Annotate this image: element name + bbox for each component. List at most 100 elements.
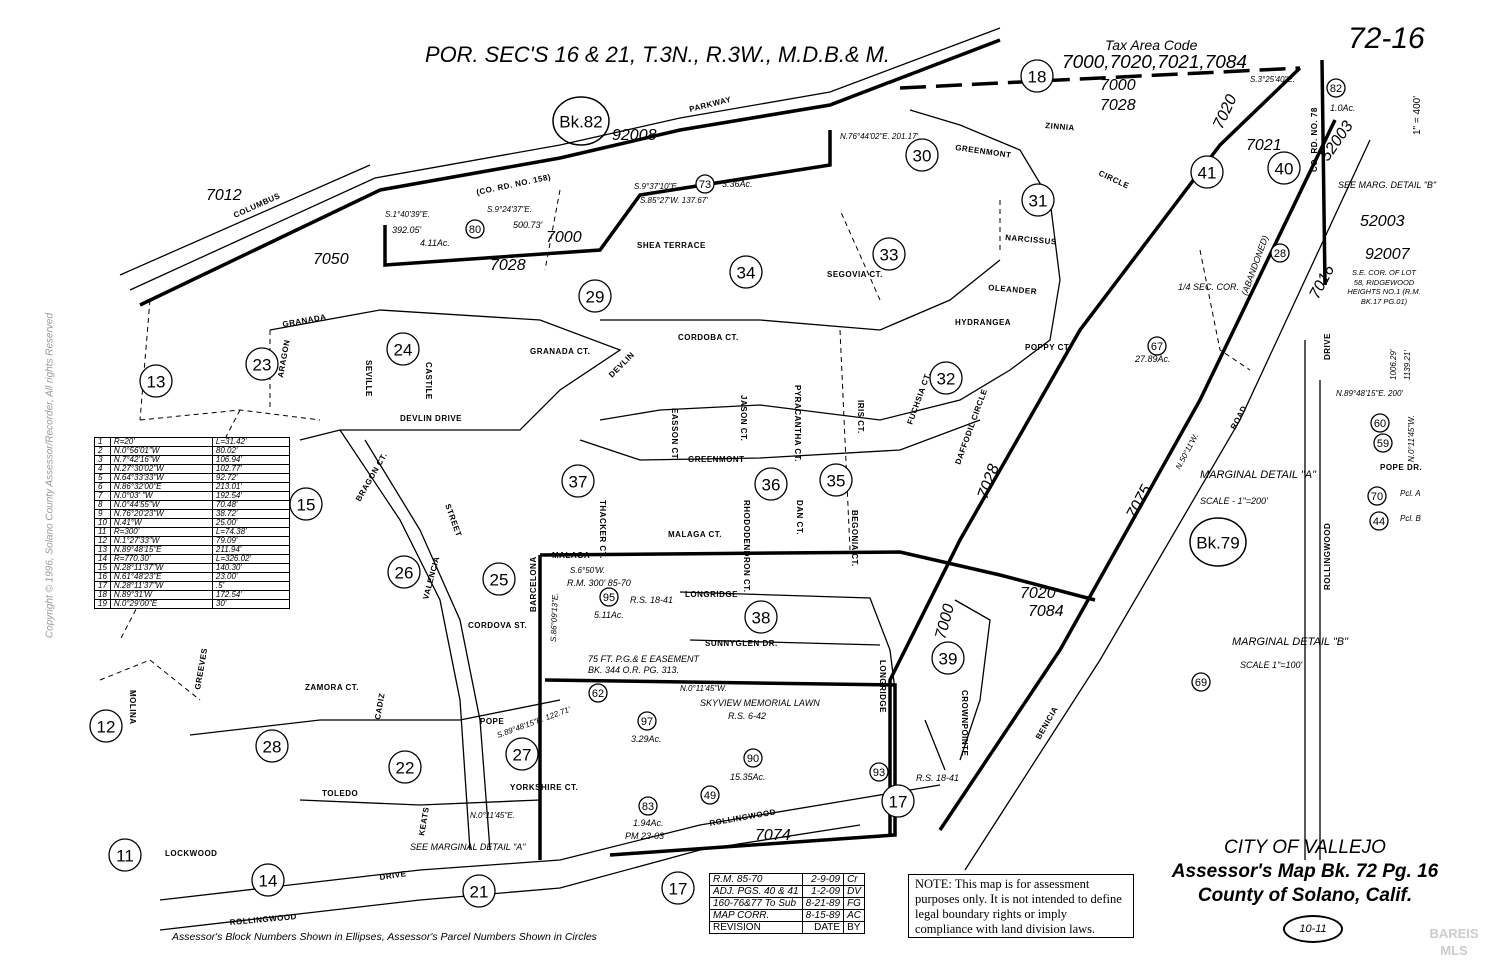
parcel-label: 95 xyxy=(603,592,615,604)
parcel-circle xyxy=(1326,78,1346,98)
parcel-circle xyxy=(108,838,142,872)
acreage: 4.11Ac. xyxy=(420,238,450,248)
label-skyview: SKYVIEW MEMORIAL LAWN xyxy=(700,698,820,708)
label: 1/4 SEC. COR. xyxy=(1178,282,1239,292)
distance: 1006.29' xyxy=(1389,349,1398,380)
pope-toledo xyxy=(189,699,561,806)
tax-code: 7050 xyxy=(313,251,349,268)
tax-code: 7028 xyxy=(1100,97,1136,114)
parcel-circle xyxy=(637,711,657,731)
acreage: 3.36Ac. xyxy=(722,179,753,189)
parcel-number: 33 xyxy=(872,237,906,271)
parcel-circle xyxy=(1370,413,1390,433)
street-label: KEATS xyxy=(417,806,431,836)
parcel-number: 97 xyxy=(637,711,657,731)
acreage: 27.89Ac. xyxy=(1134,354,1171,364)
tax-code: 7028 xyxy=(975,462,1003,501)
parcel-circle xyxy=(462,874,496,908)
parcel-number: 82 xyxy=(1326,78,1346,98)
parcel-number: 17 xyxy=(881,784,915,818)
bearing: S.6°50'W. xyxy=(570,566,605,575)
longridge-sunnyglen xyxy=(679,591,896,691)
street-label: JASON CT. xyxy=(739,395,748,441)
revision-cell: REVISION xyxy=(709,921,803,934)
revision-cell: DATE xyxy=(801,921,845,934)
parcel-number: 38 xyxy=(744,600,778,634)
street-label: HYDRANGEA xyxy=(955,318,1011,327)
parcel-number: 83 xyxy=(638,796,658,816)
label: BK. 344 O.R. PG. 313. xyxy=(588,665,679,675)
bearing-cell: 1 xyxy=(94,437,111,447)
street-label: (CO. RD. NO. 158) xyxy=(476,172,552,197)
label: R.S. 18-41 xyxy=(630,595,673,605)
parcel-label: 29 xyxy=(586,288,605,307)
label: R.S. 18-41 xyxy=(916,773,959,783)
parcel-number: 31 xyxy=(1021,183,1055,217)
street-label: MOLINA xyxy=(128,690,137,725)
parcel-number: 35 xyxy=(819,463,853,497)
parcel-number: 44 xyxy=(1369,511,1389,531)
bearing-cell: 5 xyxy=(94,473,111,483)
parcel-label: 41 xyxy=(1198,164,1217,183)
tax-code: 7020 xyxy=(1210,92,1240,132)
parcel-number: 80 xyxy=(465,219,485,239)
tax-code: 7016 xyxy=(1307,262,1339,301)
parcel-label: 26 xyxy=(395,564,414,583)
parcel-number: 17 xyxy=(661,871,695,905)
parcel-label: 40 xyxy=(1275,160,1294,179)
revision-cell: ADJ. PGS. 40 & 41 xyxy=(709,885,803,898)
revision-cell: Cr xyxy=(843,873,865,886)
parcel-label: 73 xyxy=(699,179,711,191)
bearing: N.0°11'45"W. xyxy=(1407,415,1416,462)
street-label: PYRACANTHA CT. xyxy=(793,385,802,462)
parcel-circle xyxy=(465,219,485,239)
parcel-circle xyxy=(695,174,715,194)
parcel-label: 14 xyxy=(259,872,278,891)
parcel-circle xyxy=(661,871,695,905)
bearing-cell: 7 xyxy=(94,491,111,501)
street-label: LOCKWOOD xyxy=(165,849,217,858)
copyright: Copyright © 1996, Solano County Assessor… xyxy=(44,312,56,639)
parcel-label: 93 xyxy=(873,767,885,779)
co-road-78 xyxy=(1320,59,1327,286)
parcel-label: 17 xyxy=(669,880,688,899)
bearing: S.1°40'39"E. xyxy=(385,210,430,219)
parcel-label: 62 xyxy=(592,688,604,700)
parcel-number: 67 xyxy=(1147,336,1167,356)
parcel-circle xyxy=(251,863,285,897)
parcel-number: 28 xyxy=(255,729,289,763)
bearing: S.9°37'10"E. xyxy=(634,182,679,191)
distance: 392.05' xyxy=(392,225,422,235)
parcel-circle xyxy=(599,587,619,607)
columbus-parkway-boundary xyxy=(139,38,1001,307)
acreage: 15.35Ac. xyxy=(730,772,766,782)
columbus-parkway-north xyxy=(119,164,371,276)
street-label: MALAGA CT. xyxy=(668,530,722,539)
columbus-parkway xyxy=(129,27,1001,291)
revision-cell: BY xyxy=(843,921,865,934)
parcel-number: 11 xyxy=(108,838,142,872)
parcel-label: 27 xyxy=(513,746,532,765)
parcel-label: 69 xyxy=(1195,677,1207,689)
street-label: GRANADA CT. xyxy=(530,347,590,356)
parcel-number: 40 xyxy=(1267,151,1301,185)
parcel-number: 28 xyxy=(1270,243,1290,263)
parcel-number: 73 xyxy=(695,174,715,194)
acreage: 3.29Ac. xyxy=(631,734,662,744)
tax-code: 52003 xyxy=(1360,213,1405,230)
parcel-number: 23 xyxy=(245,347,279,381)
label: SCALE - 1"=200' xyxy=(1200,496,1268,506)
parcel-label: 36 xyxy=(762,476,781,495)
block-bk79: Bk.79 xyxy=(1189,517,1247,567)
street-label: CASTILE xyxy=(424,362,433,400)
parcel-label: 28 xyxy=(263,738,282,757)
parcel-circle xyxy=(505,737,539,771)
parcel-number: 95 xyxy=(599,587,619,607)
parcel-circle xyxy=(905,138,939,172)
parcel-circle xyxy=(289,487,323,521)
street-label: LONGRIDGE xyxy=(685,590,738,599)
benicia-road-edge xyxy=(938,119,1337,831)
street-label: SHEA TERRACE xyxy=(637,241,706,250)
bearing-cell: 3 xyxy=(94,455,111,465)
